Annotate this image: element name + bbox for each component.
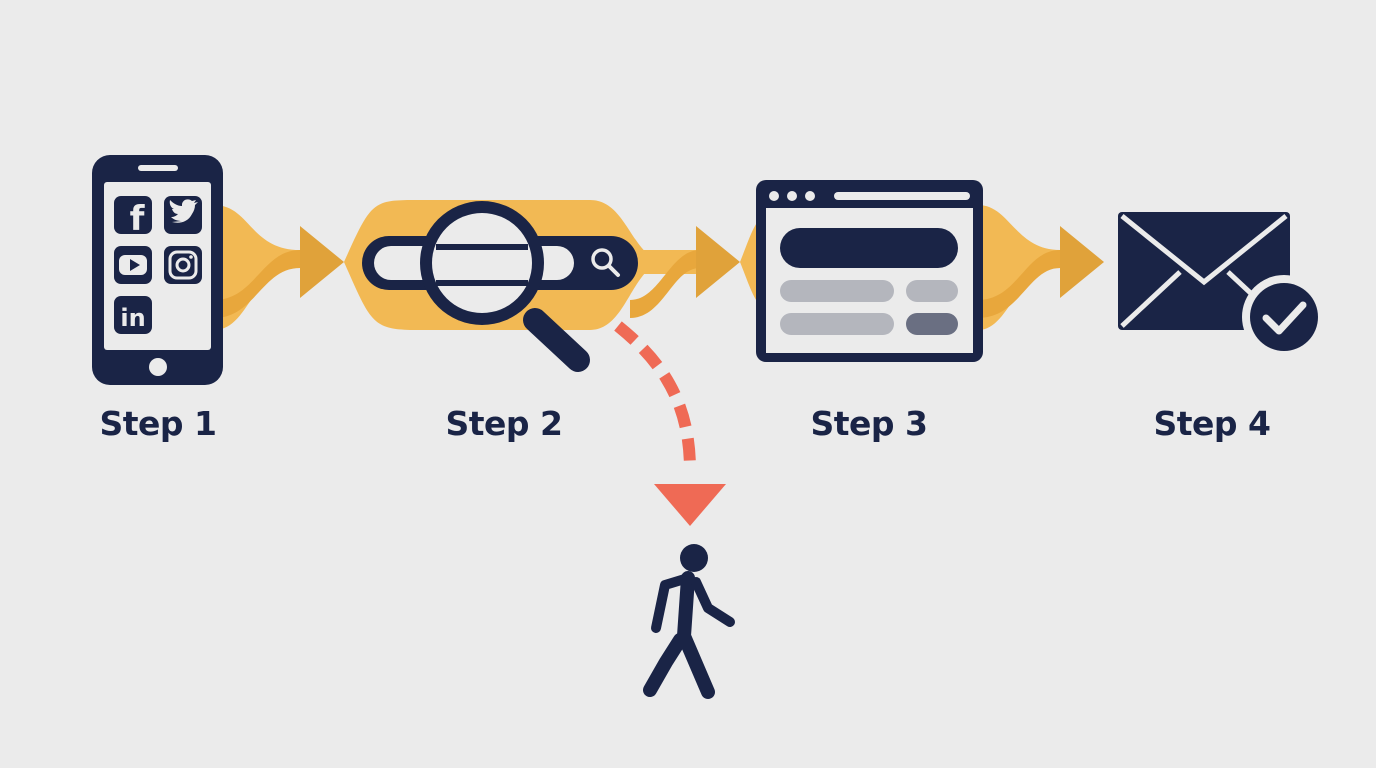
twitter-icon [164,196,202,234]
flow-connector-2-3 [630,212,770,318]
flow-connector-3-4 [978,205,1104,330]
drop-off-arrow [614,321,726,526]
smartphone-social-icon: f in [92,155,223,385]
step-4-label: Step 4 [1153,404,1272,443]
envelope-check-icon [1118,212,1326,359]
step-2-label: Step 2 [445,404,564,443]
instagram-icon [164,246,202,284]
facebook-glyph: f [130,199,146,239]
step-3-label: Step 3 [810,404,929,443]
walking-person-icon [643,544,735,699]
linkedin-icon: in [114,296,152,334]
magnifying-glass-icon [420,201,590,372]
step-1-label: Step 1 [99,404,218,443]
search-icon [591,248,620,277]
youtube-icon [114,246,152,284]
linkedin-glyph: in [120,304,145,332]
checkmark-badge-icon [1242,275,1326,359]
browser-window-icon [756,180,983,362]
flow-connector-1-2 [214,205,344,330]
search-magnifier-icon [362,201,638,372]
facebook-icon: f [114,196,152,239]
